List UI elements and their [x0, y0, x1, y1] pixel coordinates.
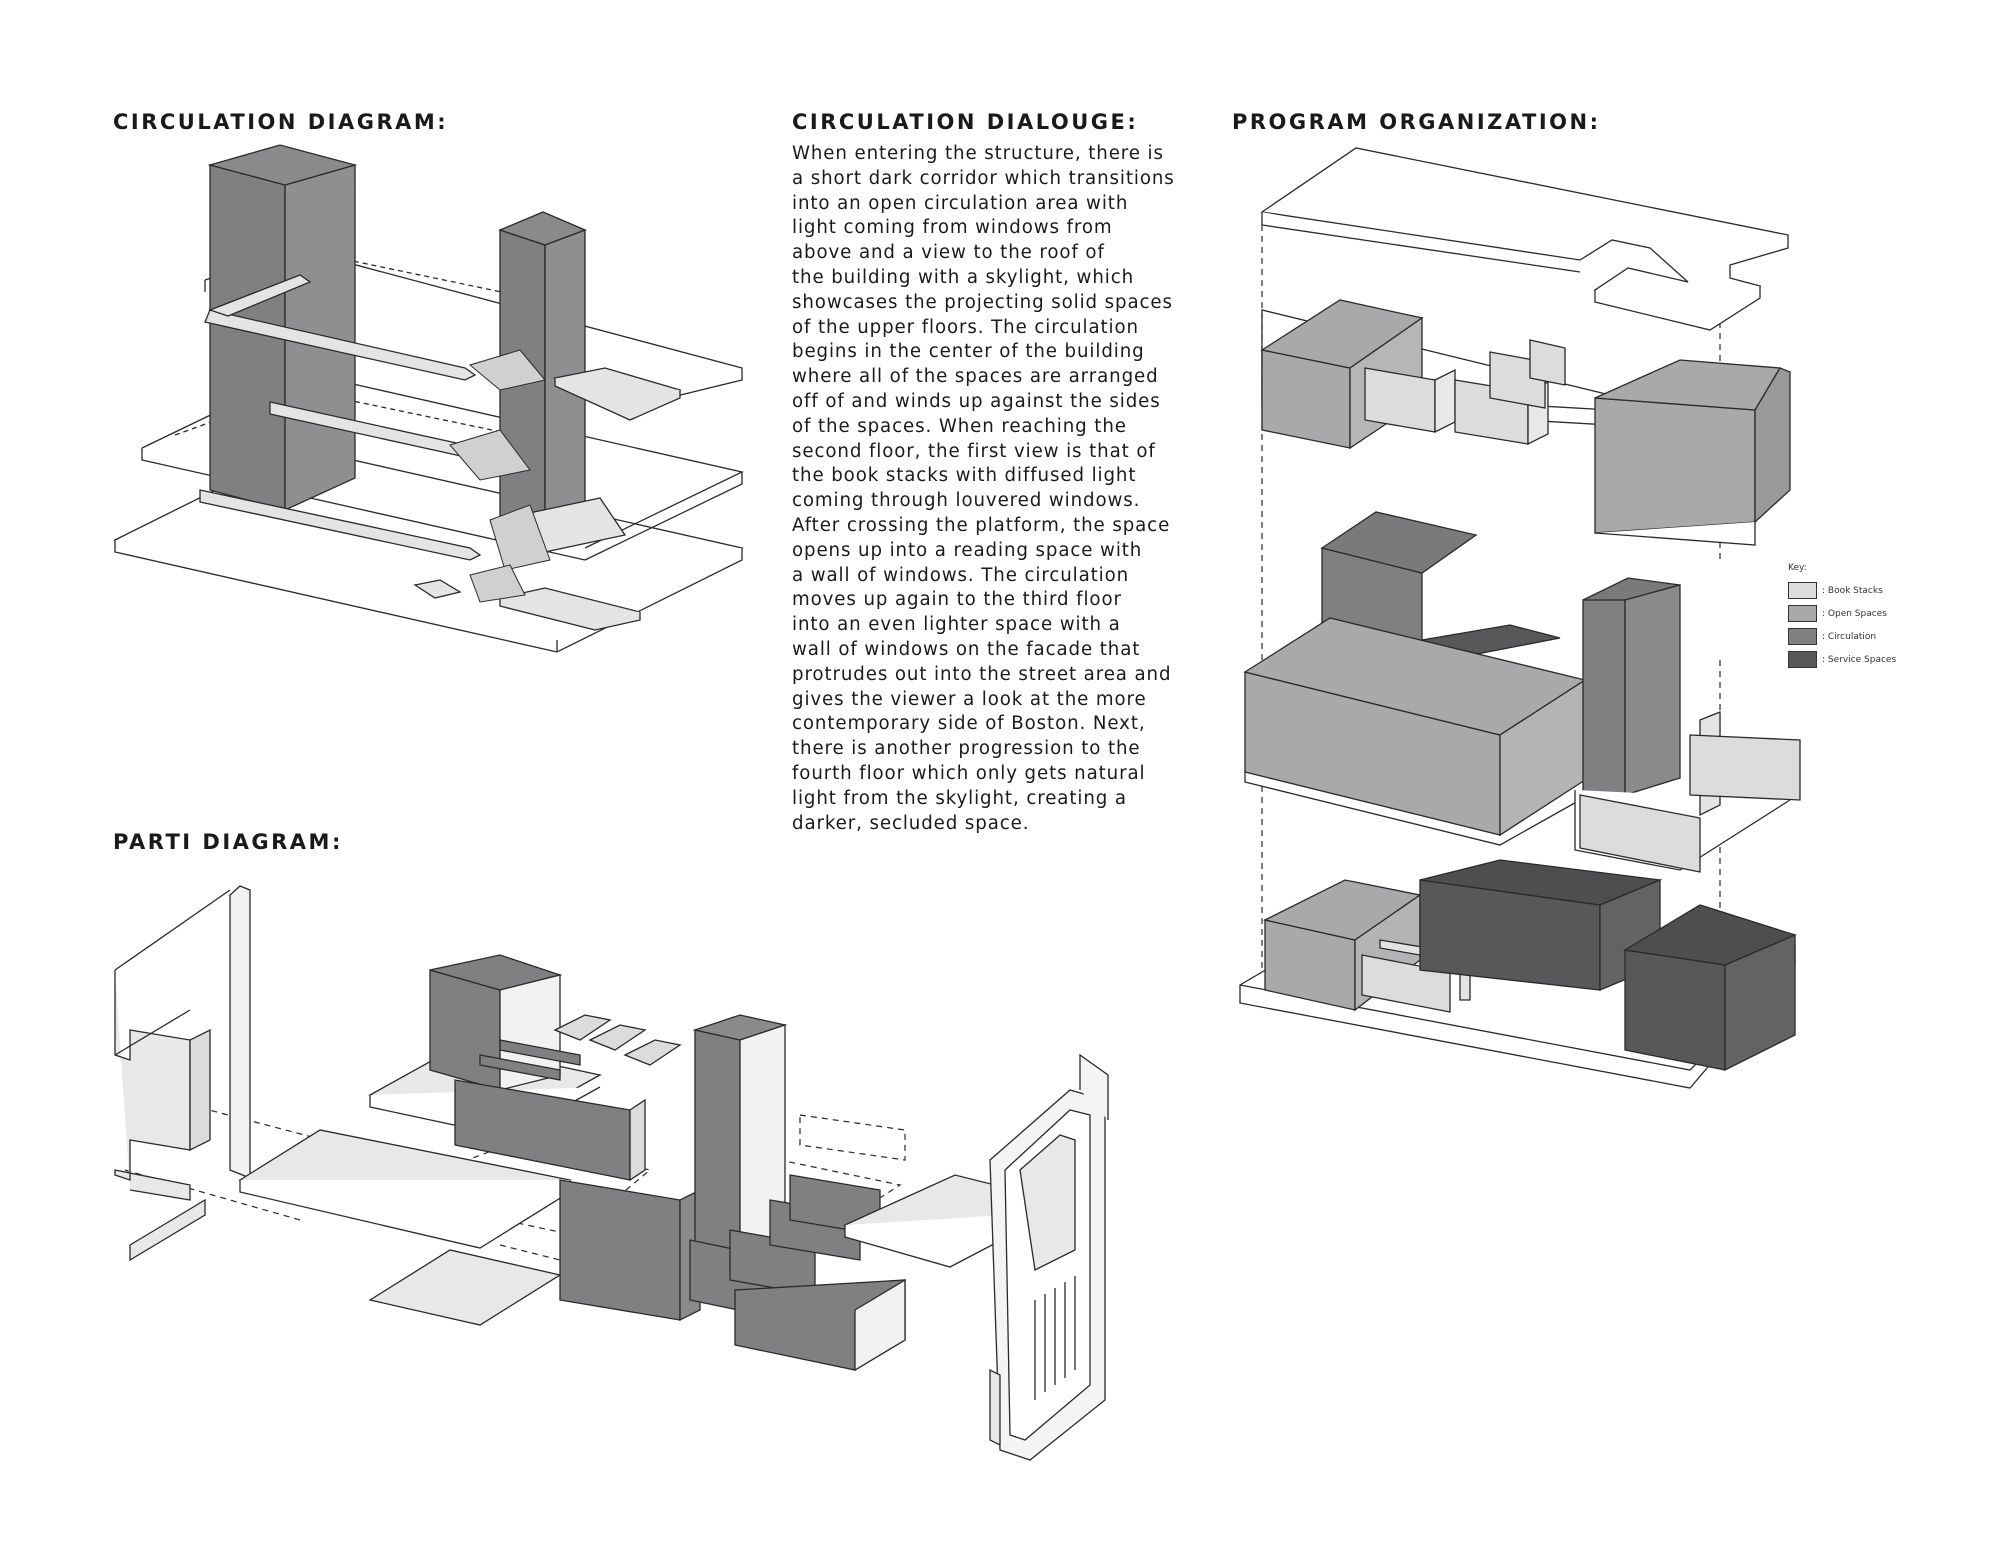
parti-left-wall-base	[130, 1200, 205, 1260]
parti-louver-3	[625, 1040, 680, 1065]
parti-left-wall-tall	[230, 886, 250, 1178]
parti-left-wall-face	[115, 970, 190, 1200]
parti-circulation-block-left-front	[430, 970, 500, 1090]
parti-louver-2	[590, 1025, 645, 1050]
parti-dark-mass	[560, 1180, 680, 1320]
parti-lower-slab	[370, 1250, 560, 1325]
